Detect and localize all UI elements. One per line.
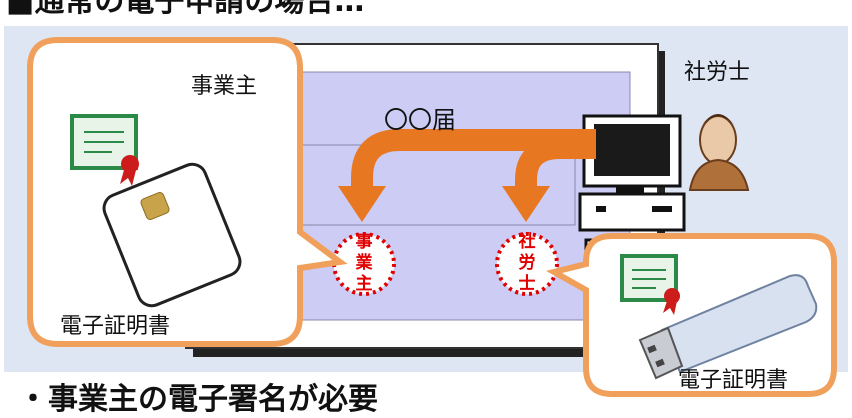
employer-stamp <box>332 232 396 296</box>
consultant-figure <box>688 114 750 191</box>
page-heading: ■通常の電子申請の場合… <box>6 0 365 19</box>
left-bubble-caption: 電子証明書 <box>60 314 171 339</box>
arrow-to-consultant-stamp <box>515 137 596 190</box>
diagram-illustration <box>27 37 837 397</box>
stamp-char: 業 <box>355 253 373 273</box>
stamp-char: 労 <box>518 253 536 273</box>
form-title: 〇〇届 <box>384 106 456 134</box>
employer-label: 事業主 <box>191 74 258 99</box>
employer-stamp-text: 事 業 主 <box>350 232 378 296</box>
stamp-char: 主 <box>355 274 373 294</box>
consultant-stamp <box>495 232 559 296</box>
stamp-char: 社 <box>518 232 536 252</box>
labor-consultant-label: 社労士 <box>684 60 751 85</box>
ic-card-icon <box>102 162 242 308</box>
arrow-head-employer <box>338 186 386 222</box>
consultant-stamp-text: 社 労 士 <box>513 232 541 296</box>
footer-note: ・事業主の電子署名が必要 <box>18 382 378 417</box>
usb-stick-icon <box>638 274 818 380</box>
stamp-char: 士 <box>518 274 536 294</box>
arrow-to-employer-stamp <box>351 129 596 190</box>
certificate-icon <box>70 114 139 186</box>
certificate-icon-right <box>620 254 680 315</box>
stamp-char: 事 <box>355 232 373 252</box>
right-bubble-caption: 電子証明書 <box>678 368 789 393</box>
arrow-head-consultant <box>502 186 550 222</box>
